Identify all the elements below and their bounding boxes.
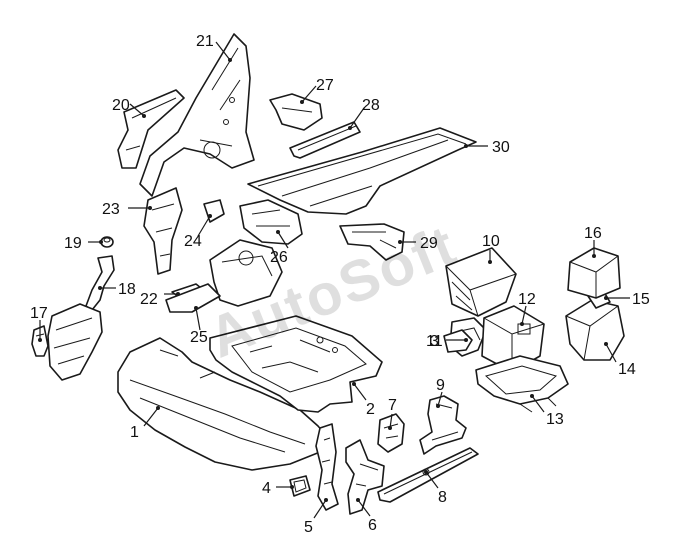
callout-1: 1 [130,424,139,441]
part-28-reinforcement [289,121,361,159]
part-4-plate [289,475,311,497]
part-12-battery-tray [481,305,545,373]
part-25-strut-tower [165,239,283,313]
part-10-battery [445,247,517,317]
callout-14: 14 [618,361,636,378]
part-6-support [345,439,385,515]
part-24-gusset [203,199,225,223]
callout-2: 2 [366,401,375,418]
callout-5: 5 [304,519,313,536]
callout-24: 24 [184,233,202,250]
callout-10: 10 [482,233,500,250]
callout-11: 11 [426,333,443,350]
part-11-clamp [443,329,473,353]
part-14-fuse-box-lower [565,299,625,361]
callout-9: 9 [436,377,445,394]
part-23-longitudinal [143,187,183,275]
callout-22: 22 [140,291,158,308]
callout-13: 13 [546,411,564,428]
callout-29: 29 [420,235,438,252]
callout-15: 15 [632,291,650,308]
callout-30: 30 [492,139,510,156]
part-30-sill-rail [247,127,477,215]
part-2-undertray [209,315,383,413]
callout-7: 7 [388,397,397,414]
part-9-holddown [419,395,467,455]
part-21-inner-panel [139,33,255,197]
callout-25: 25 [190,329,208,346]
callout-8: 8 [438,489,447,506]
callout-16: 16 [584,225,602,242]
callout-12: 12 [518,291,536,308]
callout-17: 17 [30,305,48,322]
part-20-upper-rail [117,89,185,169]
callout-6: 6 [368,517,377,534]
callout-27: 27 [316,77,334,94]
callout-19: 19 [64,235,82,252]
callout-26: 26 [270,249,288,266]
part-18-washer-reservoir [47,255,115,381]
part-29-bracket [339,223,405,261]
callout-21: 21 [196,33,214,50]
callout-20: 20 [112,97,130,114]
callout-28: 28 [362,97,380,114]
callout-23: 23 [102,201,120,218]
leader-lines [38,41,630,519]
callout-18: 18 [118,281,136,298]
part-27-panel [269,93,323,131]
callout-4: 4 [262,480,271,497]
part-13-battery-base [475,355,569,413]
callout-3: 3 [430,333,439,350]
part-26-firewall-center [239,199,303,245]
part-5-bracket [315,423,339,511]
part-7-bracket [377,413,405,453]
